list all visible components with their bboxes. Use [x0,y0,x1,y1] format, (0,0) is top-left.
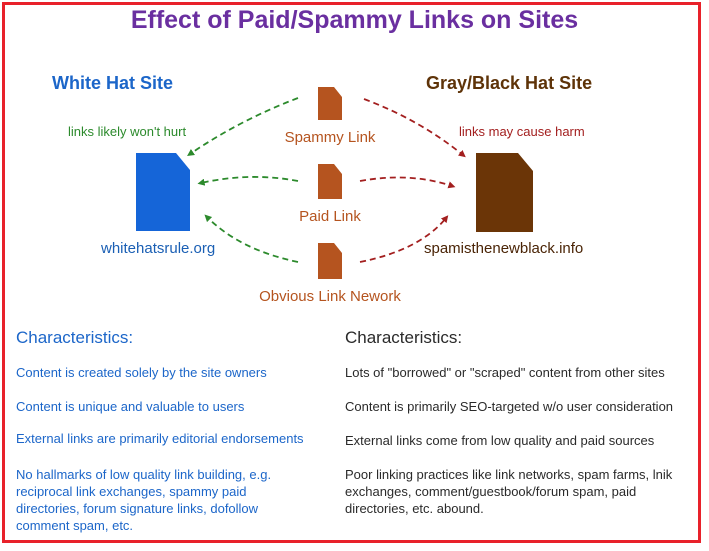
network-to-white-arrow [204,214,299,263]
black-characteristics-heading: Characteristics: [345,328,463,347]
paid-to-black-arrow [359,176,456,189]
black-hat-note: links may cause harm [459,124,585,139]
spammy-to-white-arrow [187,97,299,157]
black-characteristic-item: Poor linking practices like link network… [345,467,673,516]
white-characteristic-item: Content is unique and valuable to users [16,399,245,414]
spammy-to-black-arrow [363,98,466,158]
black-site-document-icon [476,153,533,232]
white-characteristic-item: Content is created solely by the site ow… [16,365,267,380]
black-hat-heading: Gray/Black Hat Site [426,73,593,93]
white-characteristic-item: External links are primarily editorial e… [16,431,304,446]
paid-link-label: Paid Link [299,208,361,225]
network-to-black-arrow [359,215,449,263]
white-site-domain: whitehatsrule.org [101,240,216,257]
page-title: Effect of Paid/Spammy Links on Sites [130,6,579,34]
white-hat-note: links likely won't hurt [68,124,187,139]
white-site-document-icon [136,153,190,231]
black-site-domain: spamisthenewblack.info [424,240,584,257]
white-hat-heading: White Hat Site [52,73,174,93]
black-characteristic-item: Content is primarily SEO-targeted w/o us… [345,399,674,414]
black-characteristic-item: External links come from low quality and… [345,433,655,448]
white-characteristics-heading: Characteristics: [16,328,134,347]
network-link-label: Obvious Link Nework [259,288,401,305]
spammy-link-label: Spammy Link [284,129,376,146]
outer-frame [2,2,701,543]
white-characteristic-item: No hallmarks of low quality link buildin… [16,467,272,533]
black-characteristic-item: Lots of "borrowed" or "scraped" content … [345,365,665,380]
network-link-document-icon [318,243,342,279]
spammy-link-document-icon [318,87,342,120]
paid-to-white-arrow [197,176,299,186]
paid-link-document-icon [318,164,342,199]
